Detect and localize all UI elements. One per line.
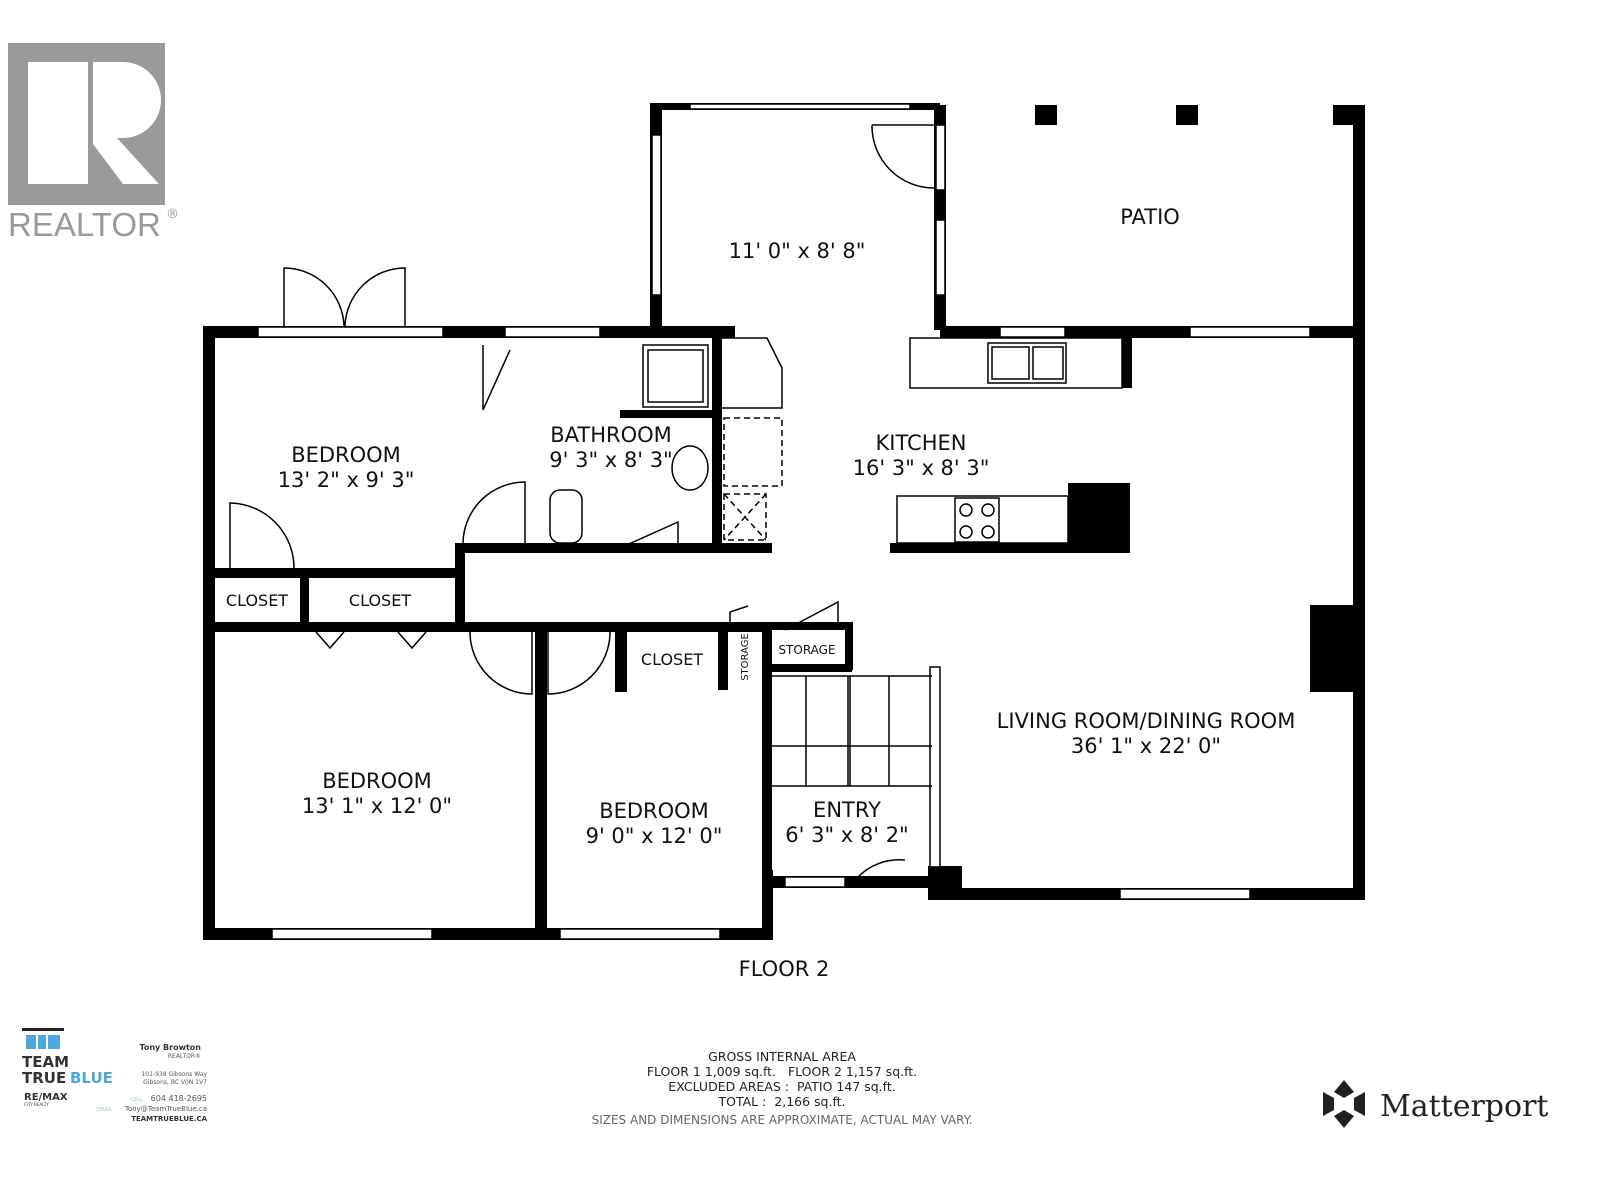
bathroom-dims: 9' 3" x 8' 3" xyxy=(549,448,672,472)
svg-text:BLUE: BLUE xyxy=(70,1069,113,1087)
svg-text:Tony@TeamTrueBlue.ca: Tony@TeamTrueBlue.ca xyxy=(124,1105,207,1113)
svg-text:TEAMTRUEBLUE.CA: TEAMTRUEBLUE.CA xyxy=(131,1115,207,1123)
svg-text:604 418-2695: 604 418-2695 xyxy=(151,1094,207,1103)
bedroom2-label: BEDROOM xyxy=(322,769,432,793)
agent-card: TEAM TRUE BLUE RE/MAX CITY REALTY Tony B… xyxy=(22,1028,208,1123)
entry-label: ENTRY xyxy=(813,798,881,822)
svg-text:CITY REALTY: CITY REALTY xyxy=(24,1102,49,1107)
floor-label: FLOOR 2 xyxy=(739,957,830,981)
svg-text:TEAM: TEAM xyxy=(22,1053,69,1071)
disclaimer: SIZES AND DIMENSIONS ARE APPROXIMATE, AC… xyxy=(592,1113,973,1127)
svg-text:REALTOR: REALTOR xyxy=(8,206,161,243)
kitchen-dims: 16' 3" x 8' 3" xyxy=(853,456,990,480)
closet1-label: CLOSET xyxy=(226,591,288,610)
svg-text:Matterport: Matterport xyxy=(1380,1089,1548,1124)
windows xyxy=(257,103,1311,940)
svg-text:101-938 Gibsons Way: 101-938 Gibsons Way xyxy=(141,1071,207,1078)
closet2-label: CLOSET xyxy=(349,591,411,610)
fixtures xyxy=(229,124,1123,887)
svg-text:RE/MAX: RE/MAX xyxy=(24,1092,68,1103)
bedroom3-label: BEDROOM xyxy=(599,799,709,823)
entry-dims: 6' 3" x 8' 2" xyxy=(785,823,908,847)
bedroom3-dims: 9' 0" x 12' 0" xyxy=(586,824,723,848)
kitchen-label: KITCHEN xyxy=(876,431,967,455)
bedroom1-label: BEDROOM xyxy=(291,443,401,467)
living-dims: 36' 1" x 22' 0" xyxy=(1071,734,1221,758)
closet3-label: CLOSET xyxy=(641,650,703,669)
living-label: LIVING ROOM/DINING ROOM xyxy=(997,709,1296,733)
bedroom1-dims: 13' 2" x 9' 3" xyxy=(278,468,415,492)
matterport-logo: Matterport xyxy=(1323,1080,1548,1128)
bathroom-label: BATHROOM xyxy=(550,423,672,447)
svg-text:®: ® xyxy=(166,207,179,222)
svg-text:TRUE: TRUE xyxy=(22,1069,66,1087)
area-floors: FLOOR 1 1,009 sq.ft. FLOOR 2 1,157 sq.ft… xyxy=(647,1064,917,1079)
area-total: TOTAL : 2,166 sq.ft. xyxy=(717,1094,845,1109)
storage-small-label: STORAGE xyxy=(740,633,751,681)
realtor-logo: REALTOR ® xyxy=(8,43,179,243)
svg-text:REALTOR®: REALTOR® xyxy=(168,1053,201,1060)
bedroom2-dims: 13' 1" x 12' 0" xyxy=(302,794,452,818)
svg-text:CELL: CELL xyxy=(131,1097,143,1103)
svg-text:Gibsons, BC V0N 1V7: Gibsons, BC V0N 1V7 xyxy=(143,1079,207,1086)
area-heading: GROSS INTERNAL AREA xyxy=(708,1049,856,1064)
patio-label: PATIO xyxy=(1120,205,1180,229)
storage-label: STORAGE xyxy=(778,643,835,657)
matterport-icon xyxy=(1323,1080,1365,1128)
sunroom-dims: 11' 0" x 8' 8" xyxy=(729,239,866,263)
area-excluded: EXCLUDED AREAS : PATIO 147 sq.ft. xyxy=(668,1079,895,1094)
svg-text:Tony Browton: Tony Browton xyxy=(139,1043,201,1052)
svg-text:EMAIL: EMAIL xyxy=(97,1107,112,1113)
